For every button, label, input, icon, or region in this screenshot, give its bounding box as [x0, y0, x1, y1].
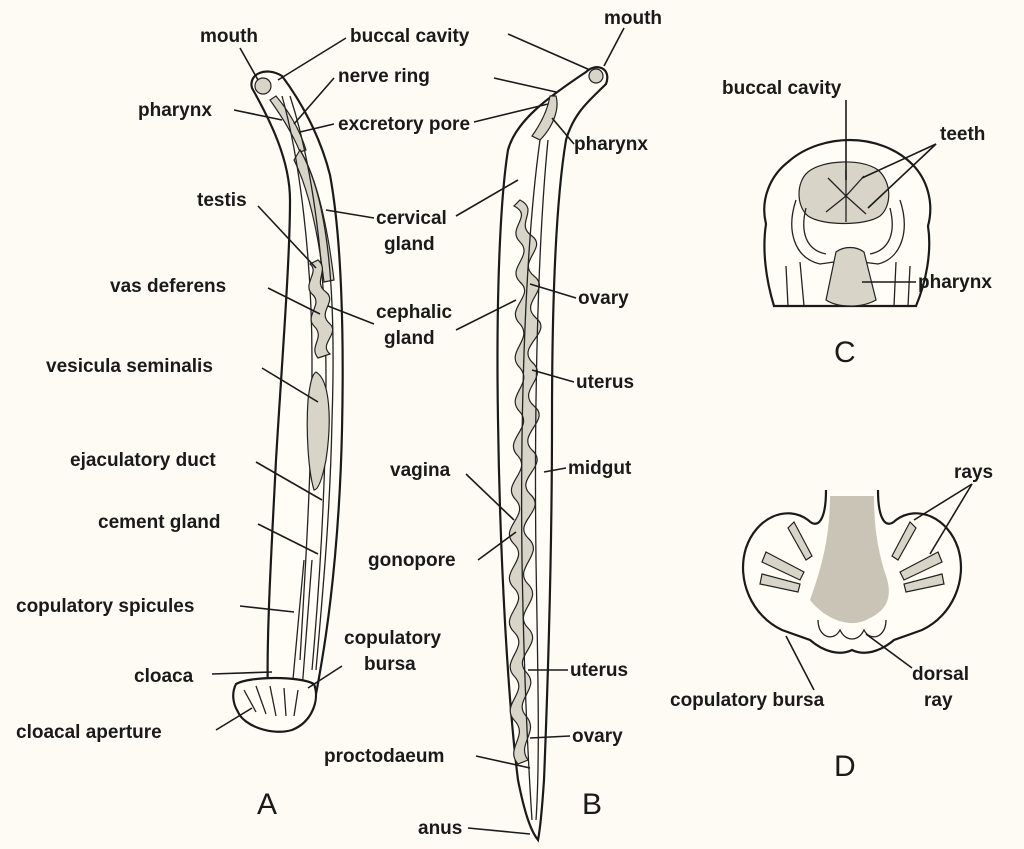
label-b-vagina: vagina [390, 460, 451, 481]
label-b-uterus-bottom: uterus [570, 660, 628, 681]
label-a-vas-deferens: vas deferens [110, 276, 226, 297]
label-a-cephalic: cephalic [376, 302, 452, 323]
label-d-ray: ray [924, 690, 953, 711]
label-a-bursa: bursa [364, 654, 416, 675]
label-b-ovary-bottom: ovary [572, 726, 623, 747]
label-a-copulatory-spicules: copulatory spicules [16, 596, 194, 617]
label-b-uterus-top: uterus [576, 372, 634, 393]
label-a-vesicula-seminalis: vesicula seminalis [46, 356, 213, 377]
label-a-nerve-ring: nerve ring [338, 66, 430, 87]
panel-label-c: C [834, 336, 856, 369]
label-a-cloacal-aperture: cloacal aperture [16, 722, 162, 743]
panel-label-a: A [257, 788, 277, 821]
leader-d-rays-1 [914, 484, 972, 520]
label-b-midgut: midgut [568, 458, 632, 479]
label-b-gonopore: gonopore [368, 550, 456, 571]
label-a-cervical-gland: gland [384, 234, 435, 255]
label-a-copulatory: copulatory [344, 628, 442, 649]
leader-a-mouth [240, 48, 258, 80]
label-c-buccal-cavity: buccal cavity [722, 78, 842, 99]
male-mouth-opening [255, 78, 271, 94]
leader-b-buccal [508, 34, 590, 70]
leader-a-cloaca [212, 672, 272, 674]
leader-d-bursa [786, 636, 814, 690]
label-a-cement-gland: cement gland [98, 512, 220, 533]
panel-label-d: D [834, 750, 856, 783]
label-c-teeth: teeth [940, 124, 985, 145]
label-b-pharynx: pharynx [574, 134, 648, 155]
female-mouth-opening [589, 69, 603, 83]
figure-c-anterior-end [764, 140, 930, 306]
label-b-anus: anus [418, 818, 462, 839]
label-b-mouth: mouth [604, 8, 662, 29]
label-d-dorsal: dorsal [912, 664, 969, 685]
label-a-cervical: cervical [376, 208, 447, 229]
label-a-buccal-cavity: buccal cavity [350, 26, 470, 47]
label-a-cephalic-gland: gland [384, 328, 435, 349]
label-a-excretory-pore: excretory pore [338, 114, 470, 135]
label-a-pharynx: pharynx [138, 100, 212, 121]
label-d-copulatory-bursa: copulatory bursa [670, 690, 825, 711]
figure-d-copulatory-bursa [743, 490, 961, 653]
label-b-proctodaeum: proctodaeum [324, 746, 444, 767]
label-a-ejaculatory-duct: ejaculatory duct [70, 450, 216, 471]
leader-a-buccal [278, 38, 346, 80]
label-b-ovary-top: ovary [578, 288, 629, 309]
leader-b-mouth [604, 28, 624, 66]
label-a-mouth: mouth [200, 26, 258, 47]
label-a-cloaca: cloaca [134, 666, 194, 687]
label-c-pharynx: pharynx [918, 272, 992, 293]
figure-a-male-worm [233, 72, 342, 732]
label-d-rays: rays [954, 462, 993, 483]
leader-b-anus [468, 828, 530, 834]
male-bursa-shape [233, 678, 316, 732]
label-a-testis: testis [197, 190, 247, 211]
leader-b-nerve-ring [494, 78, 556, 92]
panel-label-b: B [582, 788, 602, 821]
